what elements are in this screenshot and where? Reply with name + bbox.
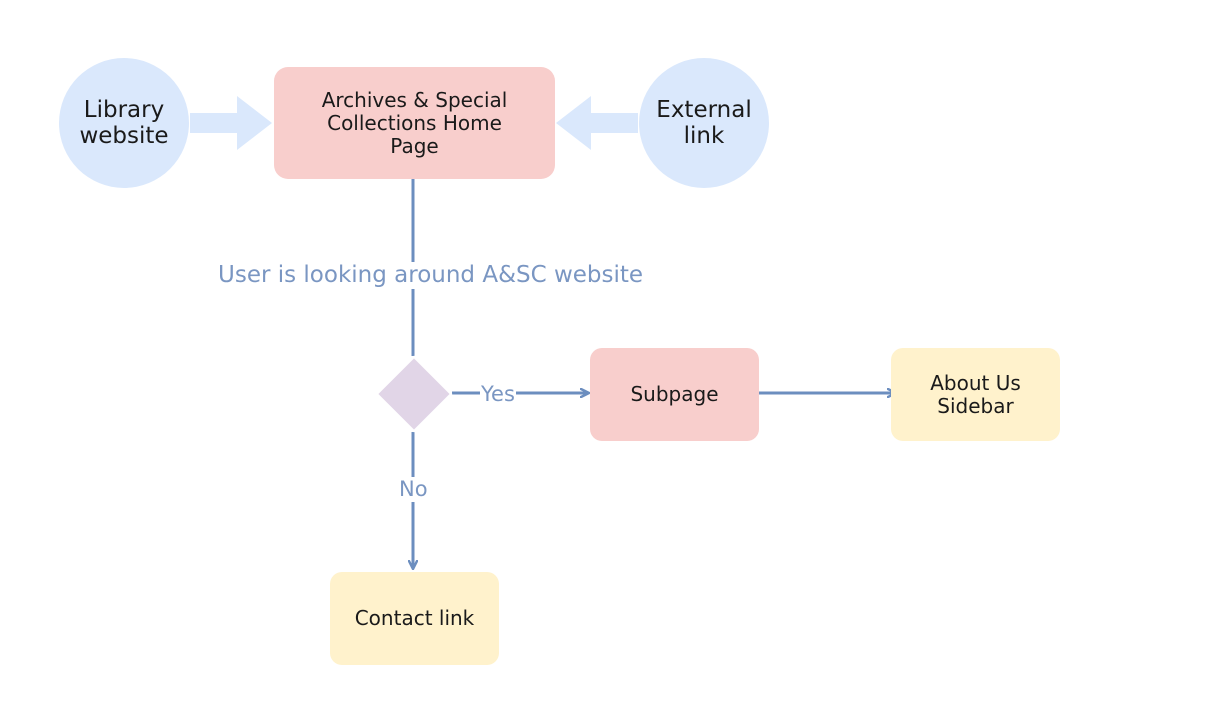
node-external-link [639,58,769,188]
subpage-label: Subpage [630,382,719,406]
edge-label-main-flow: User is looking around A&SC website [218,262,644,289]
edge-label-no: No [399,477,428,502]
block-arrow-library-to-home [190,96,272,150]
asc-home-label: Archives & Special Collections Home Page [321,87,508,158]
node-library-website [59,58,189,188]
about-us-sidebar-label: About Us Sidebar [930,370,1021,418]
library-website-label: Library website [79,96,169,149]
node-asc-home [274,67,555,179]
node-contact-link [330,572,499,665]
contact-link-label: Contact link [354,606,475,630]
edge-label-yes: Yes [480,382,516,406]
block-arrow-external-to-home [556,96,638,150]
external-link-label: External link [656,96,752,149]
decision-diamond [375,355,453,433]
node-subpage [590,348,759,441]
node-about-us-sidebar [891,348,1060,441]
